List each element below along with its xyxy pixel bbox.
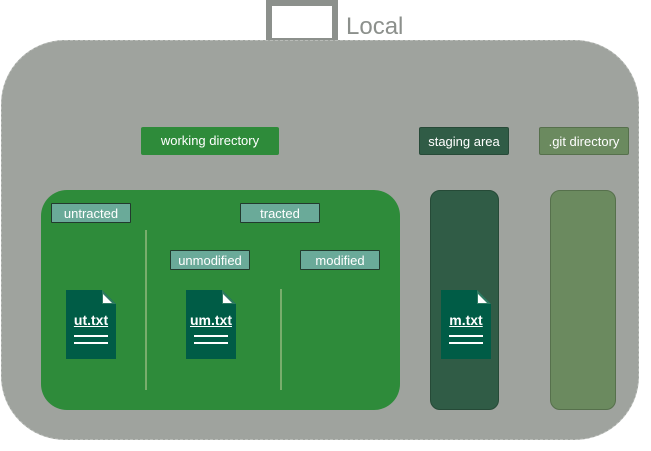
untracted-label: untracted (51, 203, 131, 223)
git-directory-label: .git directory (539, 127, 629, 155)
tracted-label: tracted (240, 203, 320, 223)
file-icon (66, 290, 116, 359)
file-icon (441, 290, 491, 359)
modified-label: modified (300, 250, 380, 270)
staged-file-name: m.txt (449, 312, 483, 328)
untracked-file[interactable]: ut.txt (66, 290, 116, 359)
unmodified-file[interactable]: um.txt (186, 290, 236, 359)
untracked-file-name: ut.txt (73, 312, 109, 328)
git-directory-panel (550, 190, 616, 410)
unmodified-label: unmodified (170, 250, 250, 270)
modified-divider (280, 289, 282, 390)
staging-area-label: staging area (419, 127, 509, 155)
untracted-divider (145, 230, 147, 390)
file-icon (186, 290, 236, 359)
staged-file[interactable]: m.txt (441, 290, 491, 359)
unmodified-file-name: um.txt (190, 312, 232, 328)
working-directory-label: working directory (141, 127, 279, 155)
local-title: Local (346, 13, 404, 40)
